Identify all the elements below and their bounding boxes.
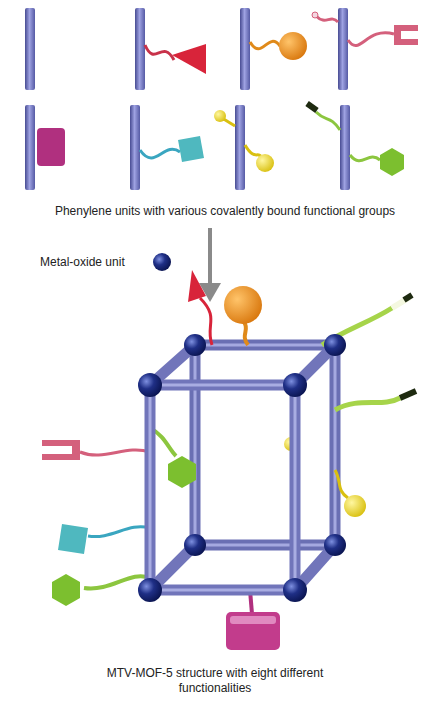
cube-front-edges [150,345,335,590]
pink-fork-group [42,440,80,460]
tether [335,398,400,410]
pink-fork-group [394,25,418,45]
tether-tip [312,12,318,18]
red-wedge-group [188,270,206,302]
tether-tip [404,295,412,300]
phenylene-edge [195,540,335,551]
tether [316,112,340,130]
tether-tip [400,391,416,398]
block-highlight [230,616,276,624]
green-hexagon-group [168,456,196,488]
phenylene-rod [340,105,350,190]
cube-functional-groups [42,270,416,650]
metal-oxide-sphere [283,578,307,602]
edge-sheen [194,345,197,545]
phenylene-rod [135,8,145,90]
edge-sheen [149,385,152,590]
orange-sphere-group [279,32,307,60]
tether [316,16,338,22]
yellow-ball [344,495,366,517]
phenylene-edge [330,345,341,545]
tether [140,149,180,158]
tether [88,527,150,537]
magenta-block-group [37,128,65,166]
green-hexagon-group [52,574,80,606]
phenylene-edge [150,585,295,596]
cube-metal-oxide-units [138,334,346,602]
phenylene-rod [338,8,348,90]
cube-back-edges [195,345,335,545]
metal-oxide-sphere [324,534,346,556]
down-arrow-shaft [208,228,212,285]
phenylene-edge [195,340,335,351]
phenylene-edge [290,385,301,590]
green-hexagon-group [380,148,404,176]
tether [250,41,280,48]
phenylene-rod [25,105,35,190]
metal-oxide-sphere [138,578,162,602]
red-wedge-group [172,44,206,74]
yellow-ball [256,154,274,172]
metal-oxide-sphere [324,334,346,356]
tether [350,155,380,161]
phenylene-row-1 [25,8,418,90]
magenta-block-group [226,612,280,650]
tether [80,450,150,455]
phenylene-edge [150,380,295,391]
metal-oxide-sphere [283,373,307,397]
orange-sphere-group [224,286,262,324]
phenylene-rod [235,105,245,190]
phenylene-rod [130,105,140,190]
phenylene-edge [190,345,201,545]
teal-box-group [58,524,88,554]
edge-sheen [195,344,335,347]
yellow-ball [214,110,226,122]
edge-sheen [334,345,337,545]
tether-tip [305,101,318,113]
tether [335,470,348,498]
edge-sheen [294,385,297,590]
edge-sheen [195,544,335,547]
section-caption: Phenylene units with various covalently … [25,204,425,219]
phenylene-rod [240,8,250,90]
phenylene-edge [145,385,156,590]
metal-oxide-sphere [153,253,171,271]
tether [145,45,174,60]
figure-caption: MTV-MOF-5 structure with eight different… [100,666,330,696]
edge-sheen [150,589,295,592]
tether [348,33,394,46]
phenylene-row-2 [25,101,404,190]
metal-oxide-sphere [138,373,162,397]
metal-oxide-sphere [184,534,206,556]
metal-oxide-sphere [184,334,206,356]
phenylene-rod [25,8,35,90]
legend-label: Metal-oxide unit [40,255,152,270]
teal-box-group [178,136,204,162]
tether [244,322,248,345]
edge-sheen [150,384,295,387]
